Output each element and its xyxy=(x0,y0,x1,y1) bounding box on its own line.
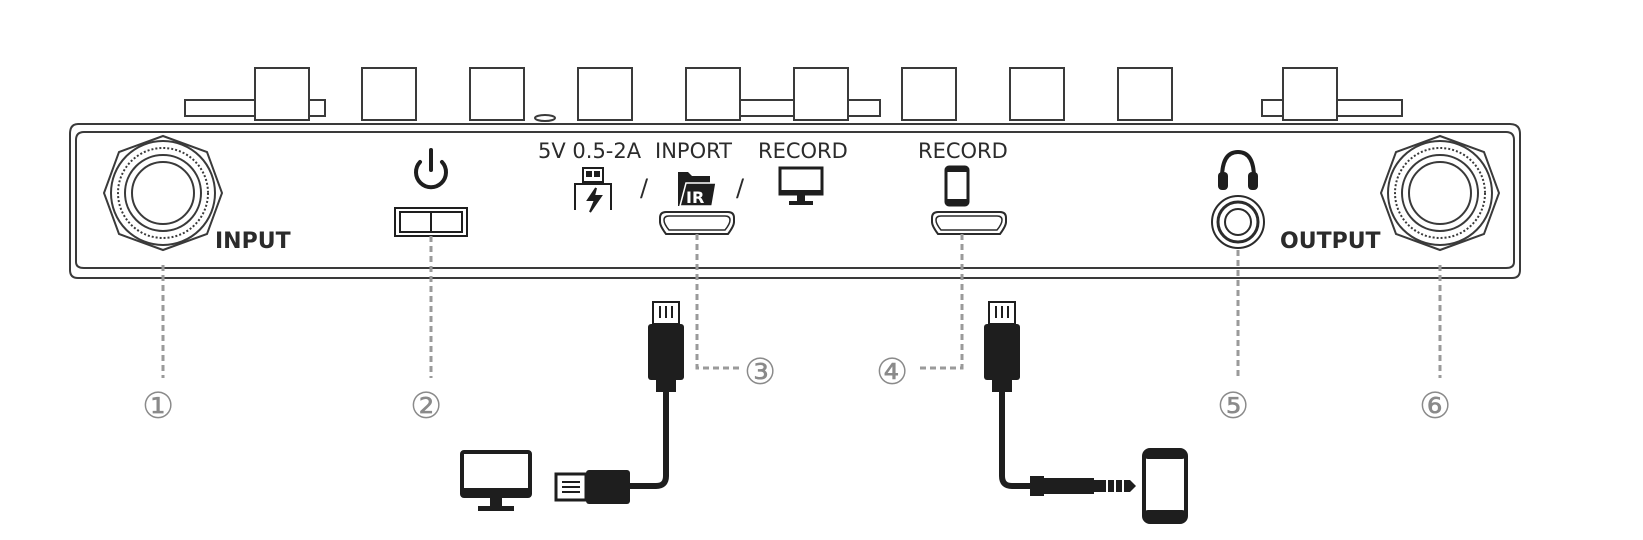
record-phone-label: RECORD xyxy=(918,139,1008,163)
usb-charge-icon xyxy=(574,167,612,213)
separator-slash-2: / xyxy=(736,174,745,202)
callout-4: ④ xyxy=(876,352,908,393)
headphone-jack xyxy=(1211,195,1265,249)
phone-device-icon xyxy=(1142,448,1188,524)
output-jack xyxy=(1379,134,1501,252)
top-controls xyxy=(184,67,1403,122)
separator-slash-1: / xyxy=(640,174,649,202)
leader-lines xyxy=(161,234,1442,378)
power-spec-label: 5V 0.5-2A xyxy=(538,139,642,163)
callout-2: ② xyxy=(410,386,442,427)
power-icon xyxy=(414,148,448,190)
inport-label: INPORT xyxy=(655,139,732,163)
headphones-icon xyxy=(1218,149,1258,190)
output-label: OUTPUT xyxy=(1280,229,1381,254)
input-label: INPUT xyxy=(215,229,291,254)
usb-port-3 xyxy=(659,211,735,235)
callout-5: ⑤ xyxy=(1217,386,1249,427)
usb-port-4 xyxy=(931,211,1007,235)
micro-usb-cable-to-phone xyxy=(984,301,1136,496)
svg-text:IR: IR xyxy=(686,188,704,207)
computer-monitor-icon xyxy=(460,450,532,511)
ir-folder-icon: IR xyxy=(678,172,717,207)
record-pc-label: RECORD xyxy=(758,139,848,163)
callout-6: ⑥ xyxy=(1419,386,1451,427)
micro-usb-cable-to-computer xyxy=(554,301,684,504)
callout-3: ③ xyxy=(744,352,776,393)
monitor-icon xyxy=(778,166,824,205)
input-jack xyxy=(102,134,224,252)
phone-icon xyxy=(944,165,970,207)
callout-1: ① xyxy=(142,386,174,427)
power-switch xyxy=(394,207,468,237)
